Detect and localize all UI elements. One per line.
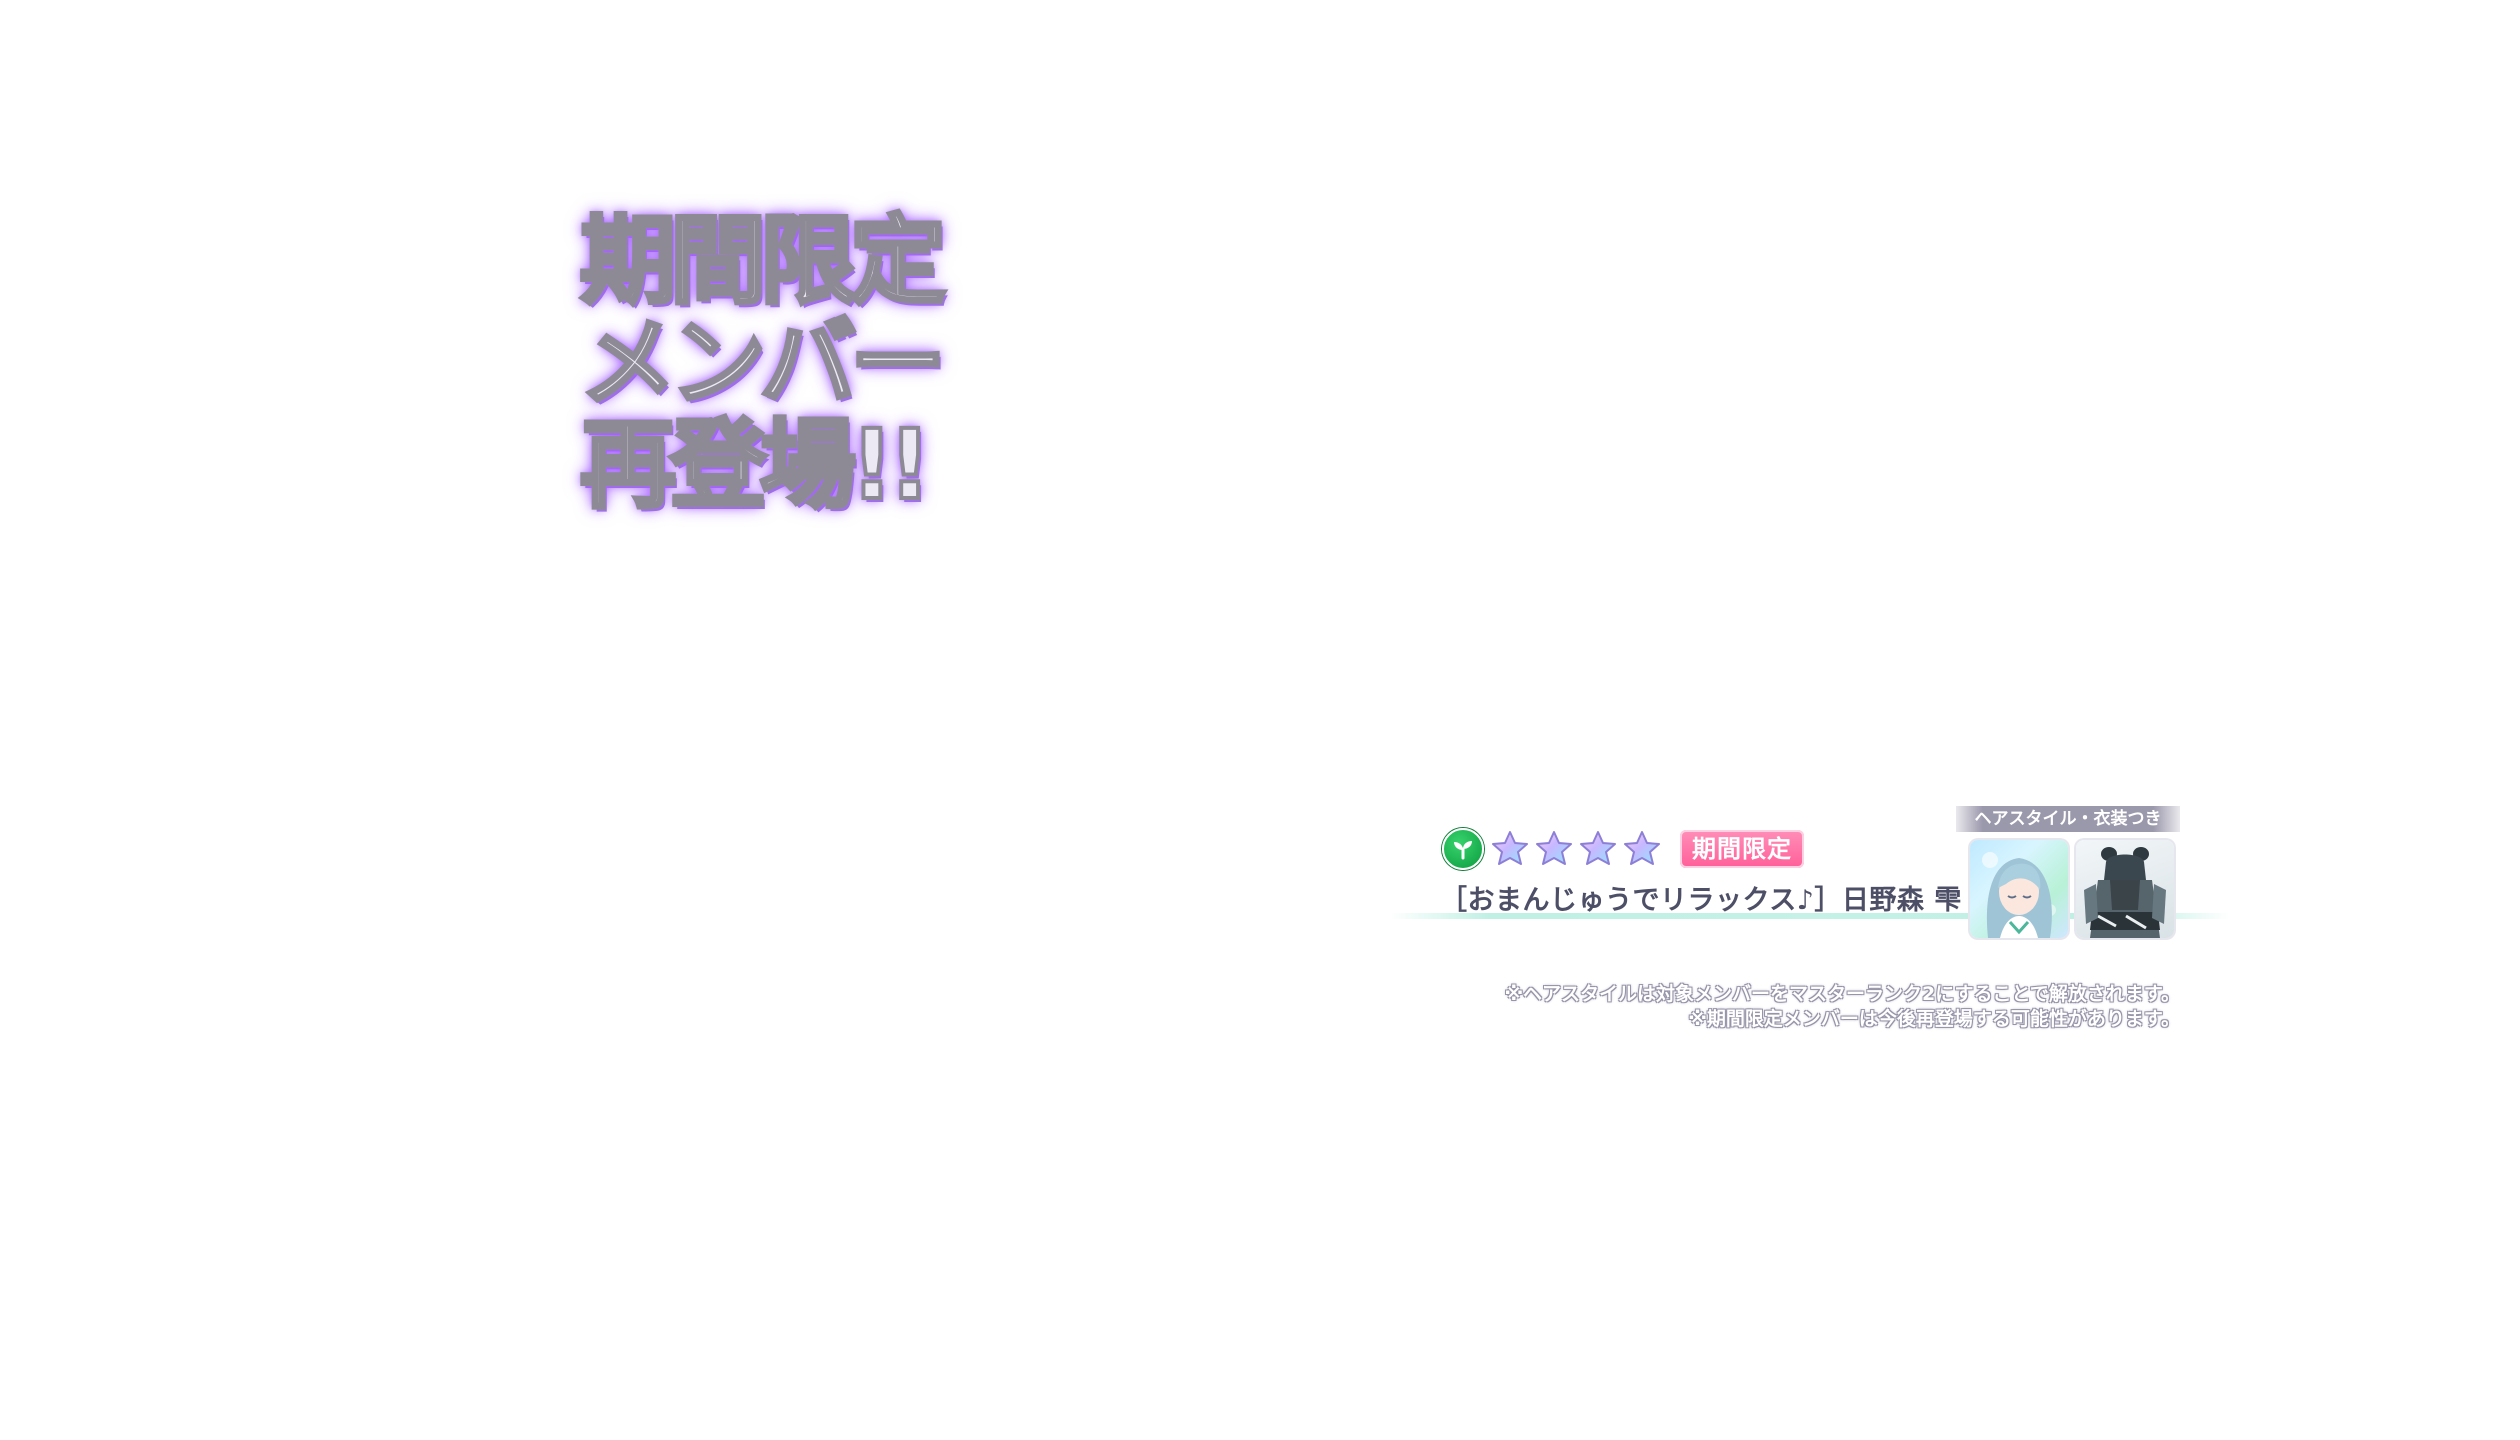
rarity-star-icon [1580,831,1616,865]
headline: 期間限定 メンバー 再登場!! [578,205,1000,521]
headline-line-3: 再登場!! [578,409,934,521]
name-underline [1390,913,2230,919]
card-info: 期間限定 ［おまんじゅうでリラックス♪］日野森 雫 [1440,820,2000,930]
hairstyle-thumbnail [1970,840,2068,938]
headline-line-2: メンバー [578,307,948,419]
note-hairstyle: ※ヘアスタイルは対象メンバーをマスターランク2にすることで解放されます。 [1504,983,2180,1005]
notes: ※ヘアスタイルは対象メンバーをマスターランク2にすることで解放されます。 ※期間… [1505,982,2180,1032]
outfit-figure-icon [2084,847,2166,938]
rarity-star-icon [1624,831,1660,865]
limited-badge: 期間限定 [1680,830,1804,868]
headline-line-1: 期間限定 [578,205,948,317]
outfit-thumbnail [2076,840,2174,938]
note-limited: ※期間限定メンバーは今後再登場する可能性があります。 [1688,1008,2180,1030]
card-name: ［おまんじゅうでリラックス♪］日野森 雫 [1440,885,1962,916]
sprout-icon [1442,828,1484,870]
rarity-star-icon [1492,831,1528,865]
unlock-label: ヘアスタイル・衣装つき [1956,806,2180,832]
unlock-rewards: ヘアスタイル・衣装つき [1956,806,2180,946]
rarity-row: 期間限定 [1442,828,1804,870]
rarity-star-icon [1536,831,1572,865]
hairstyle-portrait-icon [1982,852,2056,938]
